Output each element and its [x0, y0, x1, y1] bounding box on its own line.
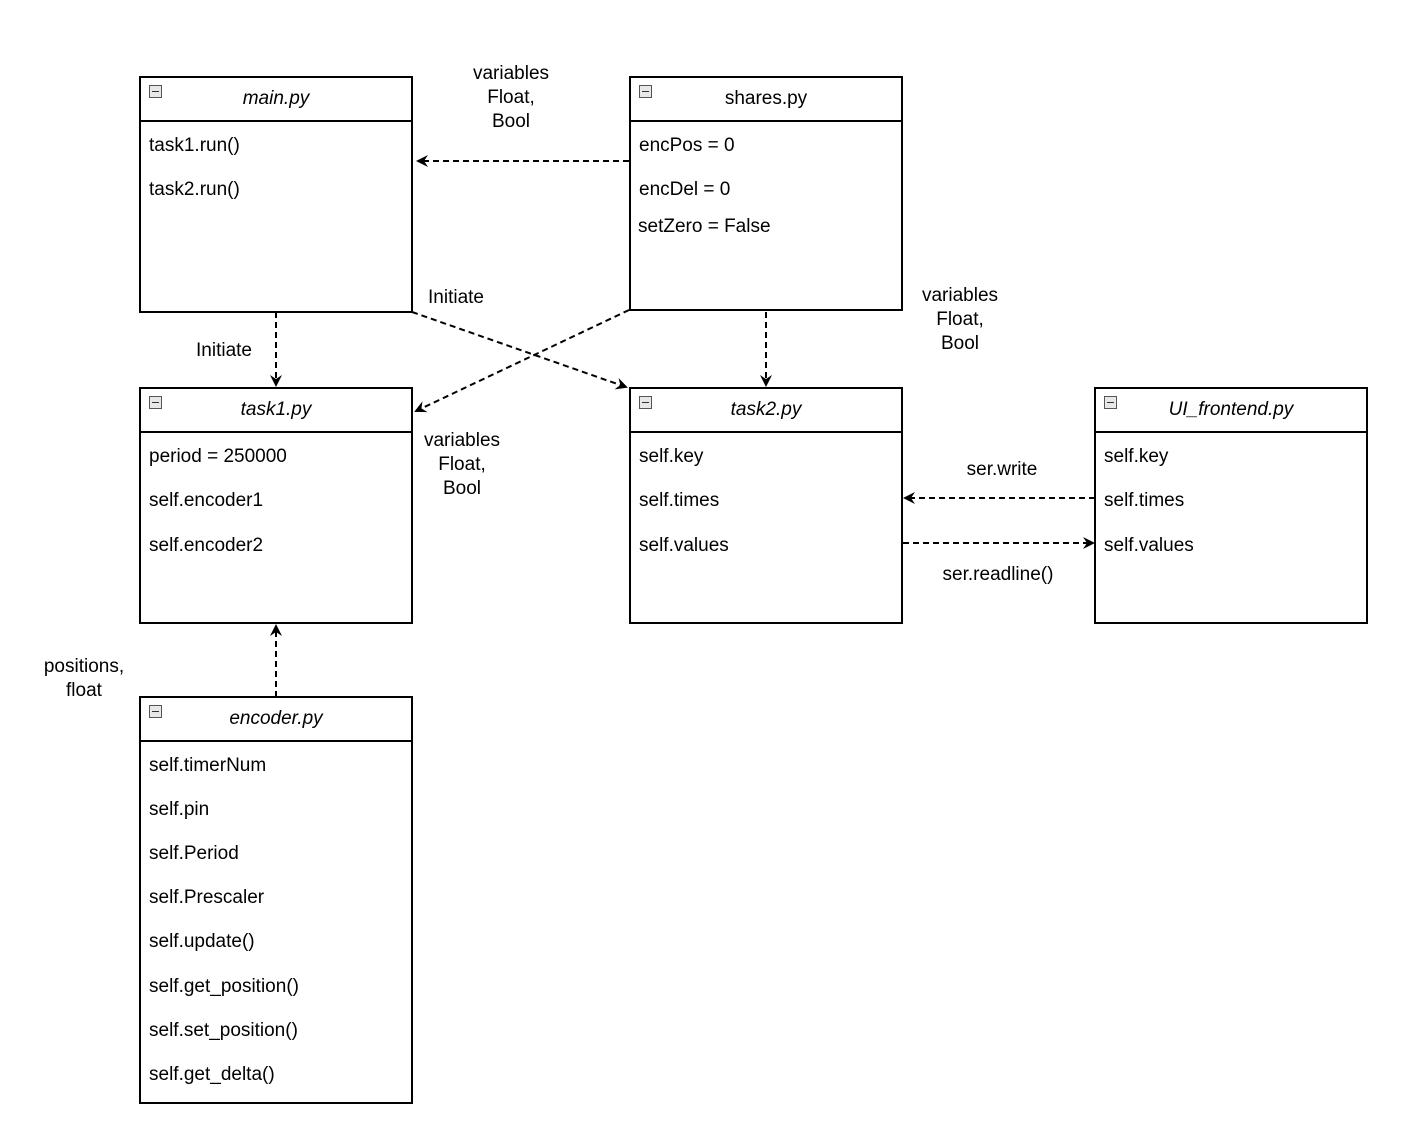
- label-line: Float,: [438, 454, 486, 475]
- class-field: self.Prescaler: [149, 887, 265, 908]
- collapse-icon[interactable]: [149, 705, 162, 718]
- collapse-icon[interactable]: [1104, 396, 1117, 409]
- label-shares-to-task1: variables Float, Bool: [413, 429, 511, 501]
- class-header-task2: task2.py: [631, 389, 901, 433]
- class-title: task2.py: [730, 399, 802, 420]
- class-field: task2.run(): [149, 179, 240, 200]
- class-title: shares.py: [724, 88, 808, 109]
- class-field: self.get_position(): [149, 976, 299, 997]
- class-header-shares: shares.py: [631, 78, 901, 122]
- class-field: task1.run(): [149, 135, 240, 156]
- class-box-ui-frontend[interactable]: UI_frontend.py self.key self.times self.…: [1094, 387, 1368, 624]
- class-title: UI_frontend.py: [1168, 399, 1294, 420]
- label-line: ser.readline(): [942, 564, 1054, 585]
- class-field: encDel = 0: [639, 179, 731, 200]
- class-field: period = 250000: [149, 446, 287, 467]
- main-to-task2-connector: [411, 311, 628, 390]
- label-ser-readline: ser.readline(): [928, 563, 1068, 587]
- collapse-icon[interactable]: [149, 396, 162, 409]
- class-box-task2[interactable]: task2.py self.key self.times self.values: [629, 387, 903, 624]
- collapse-icon[interactable]: [149, 85, 162, 98]
- class-field: self.key: [639, 446, 704, 467]
- label-line: Float,: [936, 309, 984, 330]
- class-header-main: main.py: [141, 78, 411, 122]
- class-field: encPos = 0: [639, 135, 735, 156]
- class-field: self.encoder2: [149, 535, 264, 556]
- class-field: setZero = False: [638, 216, 771, 237]
- class-field: self.key: [1104, 446, 1169, 467]
- label-line: variables: [921, 285, 999, 306]
- class-box-task1[interactable]: task1.py period = 250000 self.encoder1 s…: [139, 387, 413, 624]
- collapse-icon[interactable]: [639, 85, 652, 98]
- label-line: variables: [423, 430, 501, 451]
- label-encoder-to-task1: positions, float: [34, 655, 134, 703]
- shares-to-task1-connector: [414, 309, 630, 413]
- label-main-to-task2: Initiate: [418, 286, 494, 310]
- class-header-ui-frontend: UI_frontend.py: [1096, 389, 1366, 433]
- class-field: self.set_position(): [149, 1020, 298, 1041]
- class-field: self.timerNum: [149, 755, 267, 776]
- class-title: task1.py: [240, 399, 312, 420]
- label-line: positions,: [43, 656, 125, 677]
- class-field: self.update(): [149, 931, 255, 952]
- label-shares-to-task2: variables Float, Bool: [911, 284, 1009, 356]
- label-line: Initiate: [196, 340, 252, 361]
- class-box-shares[interactable]: shares.py encPos = 0 encDel = 0 setZero …: [629, 76, 903, 311]
- label-line: Bool: [940, 333, 980, 354]
- collapse-icon[interactable]: [639, 396, 652, 409]
- class-title: main.py: [242, 88, 310, 109]
- label-shares-to-main: variables Float, Bool: [462, 62, 560, 134]
- label-line: Bool: [491, 111, 531, 132]
- label-line: float: [66, 680, 102, 701]
- label-ser-write: ser.write: [952, 458, 1052, 482]
- class-field: self.encoder1: [149, 490, 264, 511]
- label-line: Float,: [487, 87, 535, 108]
- class-title: encoder.py: [229, 708, 323, 729]
- class-field: self.Period: [149, 843, 239, 864]
- class-field: self.get_delta(): [149, 1064, 275, 1085]
- label-line: Bool: [442, 478, 482, 499]
- class-field: self.times: [1104, 490, 1185, 511]
- class-box-encoder[interactable]: encoder.py self.timerNum self.pin self.P…: [139, 696, 413, 1104]
- label-line: variables: [472, 63, 550, 84]
- class-field: self.times: [639, 490, 720, 511]
- label-main-to-task1: Initiate: [186, 339, 262, 363]
- label-line: Initiate: [428, 287, 484, 308]
- class-header-encoder: encoder.py: [141, 698, 411, 742]
- label-line: ser.write: [966, 459, 1038, 480]
- class-field: self.values: [1104, 535, 1194, 556]
- class-field: self.values: [639, 535, 729, 556]
- class-box-main[interactable]: main.py task1.run() task2.run(): [139, 76, 413, 313]
- class-header-task1: task1.py: [141, 389, 411, 433]
- class-field: self.pin: [149, 799, 210, 820]
